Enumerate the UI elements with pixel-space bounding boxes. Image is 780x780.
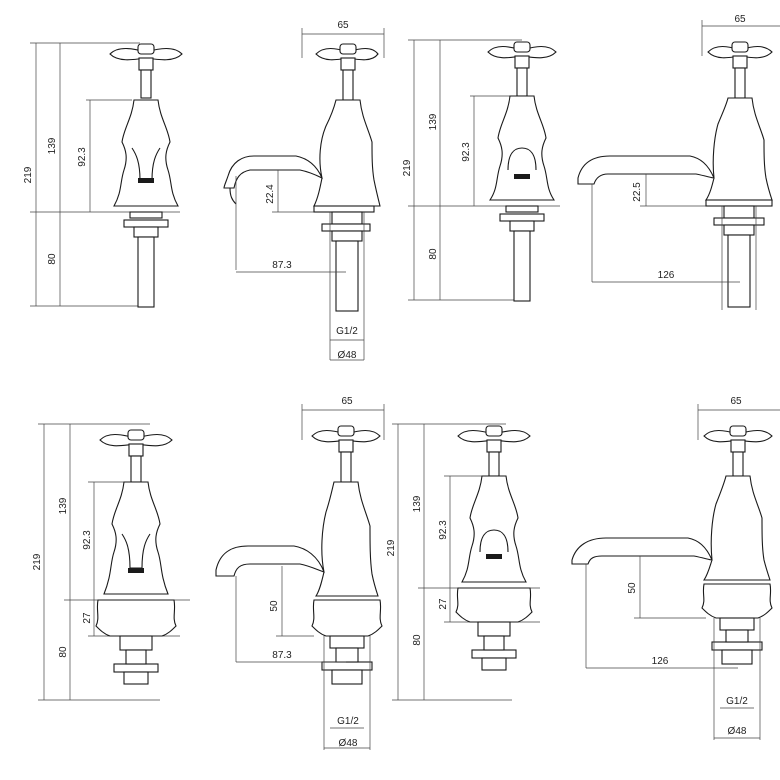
dim-overall-label: 219: [23, 166, 34, 183]
tap-body: [461, 475, 527, 583]
dim-upper-label: 139: [412, 495, 423, 512]
drawing-side-tap-6: 65 50 87.3 G1/2 Ø48: [215, 396, 385, 750]
dim-spout-height-label: 50: [269, 600, 280, 612]
dim-reach-label: 87.3: [272, 650, 292, 661]
dim-upper-label: 139: [428, 113, 439, 130]
dim-upper-label: 139: [47, 137, 58, 154]
drawing-front-tap-3: 219 139 92.3 80: [402, 39, 560, 302]
dim-width-label: 65: [337, 20, 349, 31]
dim-body-label: 92.3: [438, 520, 449, 540]
tap-body: [215, 481, 379, 597]
dim-collar-label: 27: [438, 598, 449, 610]
dim-body-label: 92.3: [82, 530, 93, 550]
dim-reach-label: 126: [658, 270, 675, 281]
tap-body: [571, 475, 771, 581]
thread-label: G1/2: [726, 696, 748, 707]
collar: [95, 599, 177, 637]
dim-overall-label: 219: [402, 159, 413, 176]
dim-lower-label: 80: [412, 634, 423, 646]
drawing-side-tap-8: 65 50 126 G1/2 Ø48: [571, 396, 780, 740]
dim-reach-label: 87.3: [272, 260, 292, 271]
dim-width-label: 65: [730, 396, 742, 407]
dim-lower-label: 80: [428, 248, 439, 260]
dim-lower-label: 80: [47, 253, 58, 265]
dim-body-label: 92.3: [461, 142, 472, 162]
diameter-label: Ø48: [339, 738, 358, 749]
collar: [455, 587, 533, 623]
dim-body-label: 92.3: [77, 147, 88, 167]
dim-spout-height-label: 22.5: [632, 182, 643, 202]
drawing-front-tap-7: 219 139 92.3 27 80: [386, 423, 540, 701]
dim-overall-label: 219: [386, 539, 397, 556]
dim-upper-label: 139: [58, 497, 69, 514]
dim-width-label: 65: [734, 14, 746, 25]
dim-spout-height-label: 22.4: [265, 184, 276, 204]
drawing-side-tap-4: 65 22.5 126: [577, 14, 780, 310]
drawing-side-tap-2: 65 22.4 87.3 G1/2 Ø48: [223, 20, 385, 361]
dim-lower-label: 80: [58, 646, 69, 658]
dim-width-label: 65: [341, 396, 353, 407]
thread-label: G1/2: [336, 326, 358, 337]
dim-collar-label: 27: [82, 612, 93, 624]
dim-overall-label: 219: [32, 553, 43, 570]
dim-reach-label: 126: [652, 656, 669, 667]
diameter-label: Ø48: [728, 726, 747, 737]
tap-body: [223, 99, 381, 207]
thread-label: G1/2: [337, 716, 359, 727]
diameter-label: Ø48: [338, 350, 357, 361]
collar: [701, 583, 773, 619]
collar: [311, 599, 383, 637]
dim-spout-height-label: 50: [627, 582, 638, 594]
tap-body: [577, 97, 773, 201]
drawing-front-tap-1: 219 139 92.3 80: [23, 42, 183, 308]
drawing-front-tap-5: 219 139 92.3 27 80: [32, 423, 190, 701]
